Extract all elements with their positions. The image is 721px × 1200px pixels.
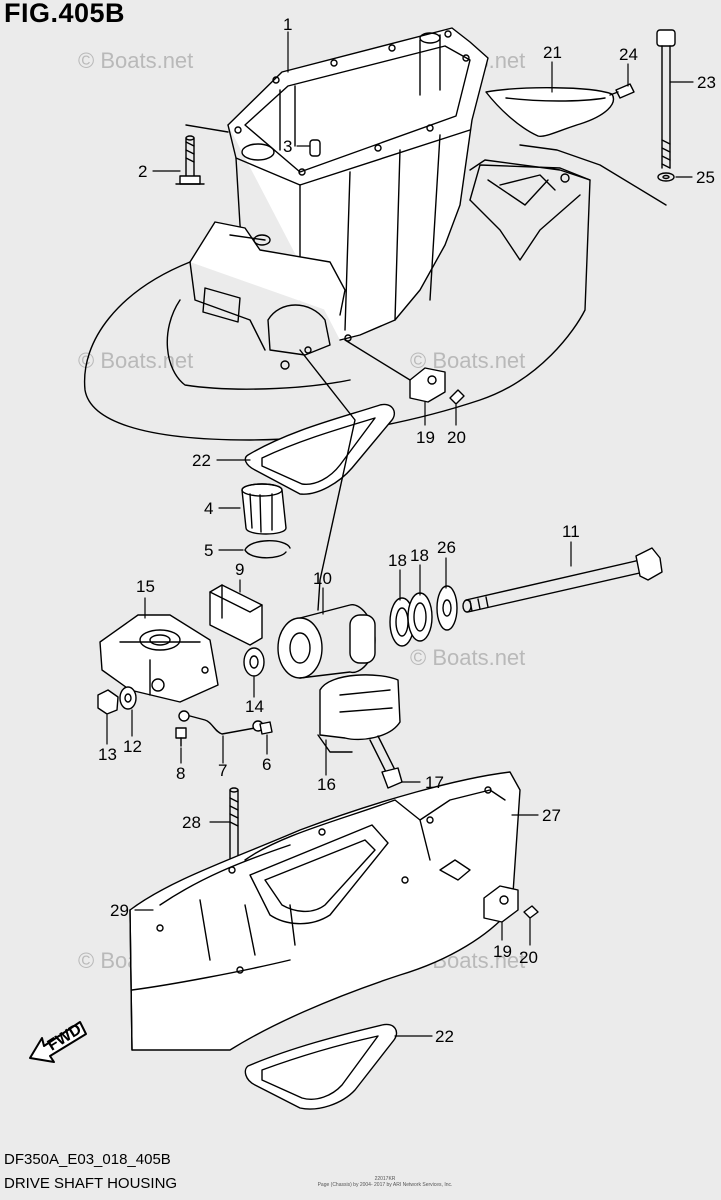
callout-15: 15 bbox=[136, 577, 155, 596]
watermark: © Boats.net bbox=[78, 348, 193, 373]
figure-name: DRIVE SHAFT HOUSING bbox=[4, 1175, 178, 1192]
drive-shaft-housing-lower bbox=[129, 771, 521, 1051]
callout-25: 25 bbox=[696, 168, 715, 187]
small-copyright-2: Page (Chassis) by 2004- 2017 by ARI Netw… bbox=[317, 1182, 453, 1188]
callout-22a: 22 bbox=[192, 451, 211, 470]
callout-5: 5 bbox=[204, 541, 213, 560]
pin-3 bbox=[309, 139, 321, 157]
callout-28: 28 bbox=[182, 813, 201, 832]
ground-wire-7 bbox=[178, 710, 264, 735]
washer-14 bbox=[243, 647, 265, 677]
assembly-line bbox=[185, 124, 229, 133]
bracket-15 bbox=[99, 614, 219, 703]
callout-26: 26 bbox=[437, 538, 456, 557]
callout-4: 4 bbox=[204, 499, 213, 518]
callout-22b: 22 bbox=[435, 1027, 454, 1046]
bolt-2 bbox=[175, 135, 205, 185]
screw-24 bbox=[609, 83, 635, 99]
callout-6: 6 bbox=[262, 755, 271, 774]
washer-12 bbox=[119, 686, 137, 710]
figure-title: FIG.405B bbox=[4, 0, 126, 28]
seal-22 bbox=[244, 403, 396, 495]
watermark: © Boats.net bbox=[78, 48, 193, 73]
screw-20 bbox=[449, 389, 465, 405]
cover-21 bbox=[485, 87, 615, 138]
callouts: 1 2 3 4 5 6 7 8 9 10 11 12 13 14 15 16 1… bbox=[98, 15, 716, 1046]
callout-3: 3 bbox=[283, 137, 292, 156]
screw-6 bbox=[259, 721, 273, 735]
long-bolt-23 bbox=[656, 29, 676, 169]
washer-18b bbox=[407, 592, 433, 642]
callout-8: 8 bbox=[176, 764, 185, 783]
seal-22-lower bbox=[244, 1023, 398, 1110]
leader-lines bbox=[106, 31, 694, 1037]
bolt-17 bbox=[369, 735, 403, 789]
rubber-mount-19-lower bbox=[483, 885, 519, 923]
assembly-line bbox=[344, 339, 411, 381]
callout-12: 12 bbox=[123, 737, 142, 756]
nut-13 bbox=[97, 689, 119, 715]
callout-9: 9 bbox=[235, 560, 244, 579]
callout-19a: 19 bbox=[416, 428, 435, 447]
callout-1: 1 bbox=[283, 15, 292, 34]
callout-23: 23 bbox=[697, 73, 716, 92]
callout-11: 11 bbox=[562, 522, 580, 541]
small-copyright-1: 22017KR bbox=[374, 1176, 396, 1182]
screw-8 bbox=[175, 727, 187, 747]
callout-20a: 20 bbox=[447, 428, 466, 447]
screw-20-lower bbox=[523, 905, 539, 919]
fwd-label: FWD bbox=[45, 1021, 85, 1055]
callout-19b: 19 bbox=[493, 942, 512, 961]
assembly-line bbox=[299, 349, 356, 611]
long-bolt-11 bbox=[462, 547, 663, 613]
boot-4 bbox=[241, 483, 287, 535]
callout-27: 27 bbox=[542, 806, 561, 825]
washer-25 bbox=[657, 172, 675, 182]
callout-20b: 20 bbox=[519, 948, 538, 967]
callout-10: 10 bbox=[313, 569, 332, 588]
callout-18a: 18 bbox=[388, 551, 407, 570]
washer-26 bbox=[436, 585, 458, 631]
stud-28 bbox=[229, 787, 239, 859]
callout-18b: 18 bbox=[410, 546, 429, 565]
callout-21: 21 bbox=[543, 43, 562, 62]
callout-17: 17 bbox=[425, 773, 444, 792]
pad-9 bbox=[209, 584, 263, 646]
callout-24: 24 bbox=[619, 45, 638, 64]
callout-29: 29 bbox=[110, 901, 129, 920]
watermark: © Boats.net bbox=[410, 645, 525, 670]
callout-14: 14 bbox=[245, 697, 264, 716]
clip-5 bbox=[244, 540, 291, 559]
callout-7: 7 bbox=[218, 761, 227, 780]
cover-16 bbox=[317, 674, 401, 753]
rubber-mount-19 bbox=[409, 367, 446, 403]
drive-shaft-housing-upper bbox=[83, 27, 591, 441]
fwd-arrow bbox=[29, 1021, 87, 1063]
callout-13: 13 bbox=[98, 745, 117, 764]
callout-2: 2 bbox=[138, 162, 147, 181]
assembly-line bbox=[519, 144, 667, 206]
callout-16: 16 bbox=[317, 775, 336, 794]
mount-10 bbox=[277, 604, 376, 679]
figure-code: DF350A_E03_018_405B bbox=[4, 1151, 171, 1168]
